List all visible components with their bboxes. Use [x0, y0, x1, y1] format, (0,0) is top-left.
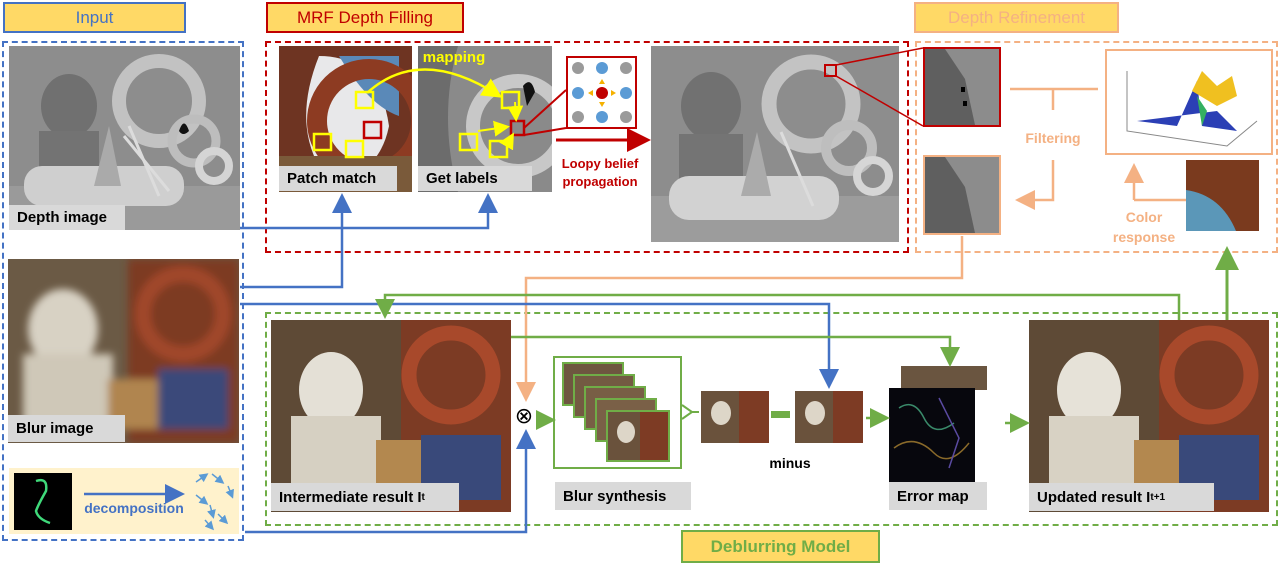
depth-to-patch-arrow [240, 193, 352, 230]
mrf-title: MRF Depth Filling [266, 2, 464, 33]
intermediate-to-error-arrow [511, 335, 960, 367]
depth-image-caption-text: Depth image [17, 209, 108, 226]
refine-crop-noisy [923, 47, 1001, 127]
color-label-line2: response [1112, 229, 1176, 245]
blur-to-patch-line [240, 228, 344, 289]
get-labels-caption-text: Get labels [426, 170, 498, 187]
get-labels-caption: Get labels [418, 166, 532, 191]
depth-image [9, 46, 240, 230]
error-map-caption: Error map [889, 482, 987, 510]
blur-image-caption-text: Blur image [16, 420, 94, 437]
convolve-symbol: ⊗ [514, 403, 534, 428]
grid-link-lower [523, 127, 567, 136]
label-arrow-2 [499, 132, 514, 151]
patch-boxes [312, 90, 521, 159]
target-patch-box [509, 119, 526, 137]
refine-crop-noisy-art [925, 49, 999, 125]
color-crop [1186, 160, 1259, 231]
label-arrow-3 [507, 101, 524, 122]
synth-frame-5-art [608, 412, 668, 460]
updated-result-image [1029, 320, 1269, 512]
grid-link-upper [523, 89, 567, 129]
refinement-title: Depth Refinement [914, 2, 1119, 33]
error-map-back [901, 366, 987, 390]
observed-blur-art [795, 391, 863, 443]
blur-synthesis-caption: Blur synthesis [555, 482, 691, 510]
kernel-to-convolve-arrow [245, 429, 536, 534]
refine-crop-filtered-art [925, 157, 999, 233]
synthesized-blur-image [701, 391, 769, 443]
filtering-label: Filtering [1025, 130, 1081, 146]
synth-out-chevron [681, 404, 694, 420]
query-patch-box [362, 120, 383, 140]
synth-frame-5 [606, 410, 670, 462]
deblurring-title-text: Deblurring Model [710, 536, 851, 556]
label-arrow-1 [477, 120, 510, 137]
decomposition-label: decomposition [84, 500, 184, 516]
filled-depth-image [651, 46, 899, 242]
color-response-plot [1105, 49, 1273, 155]
patch-match-caption-text: Patch match [287, 170, 377, 187]
kernel-segments [195, 473, 234, 531]
intermediate-caption-sub: t [421, 491, 425, 503]
deblurring-title: Deblurring Model [681, 530, 880, 563]
mapping-label: mapping [422, 49, 486, 66]
refinement-title-text: Depth Refinement [947, 7, 1086, 27]
mapping-arrow [366, 68, 503, 98]
depth-image-caption: Depth image [9, 205, 125, 230]
zoom-box [824, 64, 837, 77]
observed-blur-image [795, 391, 863, 443]
blur-image-art [8, 259, 239, 443]
refinement-frame [915, 41, 1278, 253]
feedback-loop-arrow [375, 293, 1181, 320]
error-map-art [889, 388, 975, 483]
refine-crop-filtered [923, 155, 1001, 235]
updated-result-caption-text: Updated result I [1037, 488, 1151, 506]
zoom-link-top [835, 47, 924, 66]
deblurring-frame [265, 312, 1278, 526]
mrf-frame [265, 41, 909, 253]
blur-kernel-thumb [14, 473, 72, 530]
updated-result-art [1029, 320, 1269, 512]
minus-label: minus [769, 455, 811, 471]
mrf-title-text: MRF Depth Filling [296, 7, 434, 27]
updated-result-caption-sub: t+1 [1150, 491, 1166, 503]
loopy-label-line2: propagation [562, 174, 638, 189]
zoom-link-bottom [835, 75, 924, 127]
mrf-grid-art [572, 62, 632, 123]
blur-image [8, 259, 239, 443]
blur-synthesis-caption-text: Blur synthesis [563, 487, 667, 505]
color-crop-art [1186, 160, 1259, 231]
blur-to-minus-arrow [240, 302, 839, 389]
refined-depth-arrow [516, 236, 964, 402]
filtering-arrow [1015, 160, 1055, 210]
intermediate-caption-text: Intermediate result I [279, 488, 422, 506]
blur-kernel-art [34, 478, 51, 525]
loopy-label-line1: Loopy belief [561, 156, 639, 171]
color-response-art [1126, 71, 1258, 147]
depth-to-labels-arrow [342, 193, 498, 230]
filled-depth-art [651, 46, 899, 242]
blur-image-caption: Blur image [8, 415, 125, 442]
input-frame [2, 41, 244, 541]
input-title: Input [3, 2, 186, 33]
mrf-grid [566, 56, 637, 129]
minus-sign [771, 411, 790, 418]
synthesized-blur-art [701, 391, 769, 443]
color-label-line1: Color [1125, 209, 1163, 225]
error-map-image [889, 388, 975, 483]
depth-image-art [9, 46, 240, 230]
patch-match-caption: Patch match [279, 166, 397, 191]
input-title-text: Input [75, 7, 114, 27]
error-map-caption-text: Error map [897, 487, 969, 505]
